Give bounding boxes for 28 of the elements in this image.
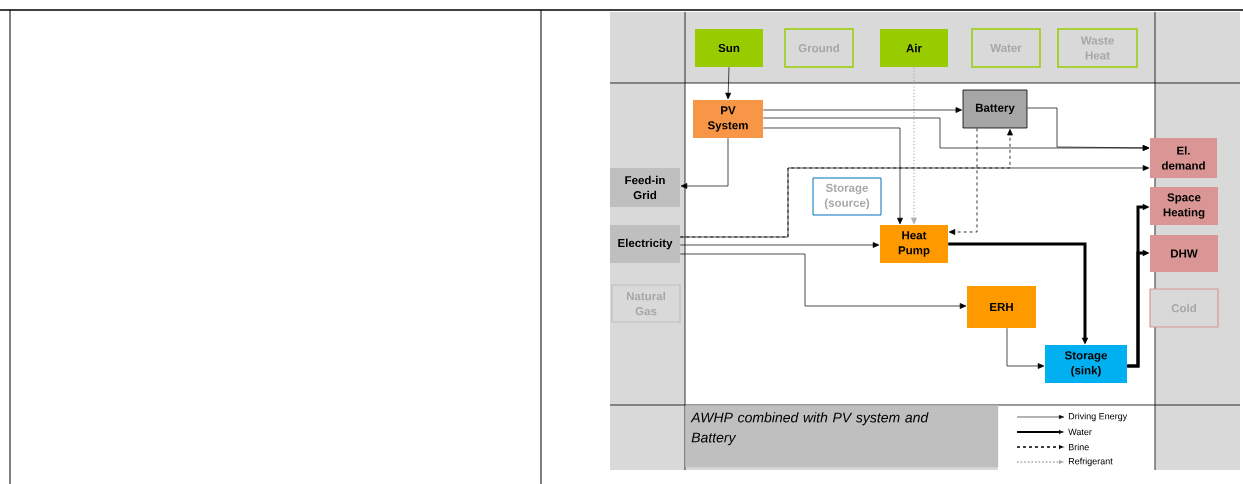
legend-label: Water (1068, 428, 1092, 436)
arrow (1006, 327, 1045, 369)
component-box: Battery (962, 89, 1028, 129)
arrow (762, 127, 903, 225)
legend-label: Refrigerant (1068, 457, 1113, 467)
component-box: ERH (967, 286, 1036, 328)
component-box: Storage (source) (812, 177, 882, 216)
legend-label: Brine (1068, 443, 1089, 451)
arrow (679, 242, 880, 248)
arrow (1027, 107, 1150, 151)
caption-box: AWHP combined with PV system and Battery (685, 405, 999, 468)
arrow (762, 107, 963, 113)
source-box: Air (880, 29, 948, 67)
arrow (680, 137, 729, 189)
arrow (679, 253, 967, 309)
arrow (679, 129, 1013, 238)
demand-box: DHW (1150, 235, 1218, 272)
component-box: Storage (sink) (1045, 345, 1127, 383)
source-box: Sun (695, 29, 763, 67)
legend-label: Driving Energy (1068, 412, 1128, 422)
arrow (948, 128, 978, 235)
grid-box: Electricity (610, 225, 680, 263)
demand-box: El. demand (1150, 138, 1217, 178)
component-box: PV System (693, 100, 763, 138)
arrow (725, 66, 732, 100)
component-box: Heat Pump (880, 225, 948, 263)
demand-box: Space Heating (1150, 187, 1218, 225)
grid-box: Feed-in Grid (610, 168, 680, 207)
